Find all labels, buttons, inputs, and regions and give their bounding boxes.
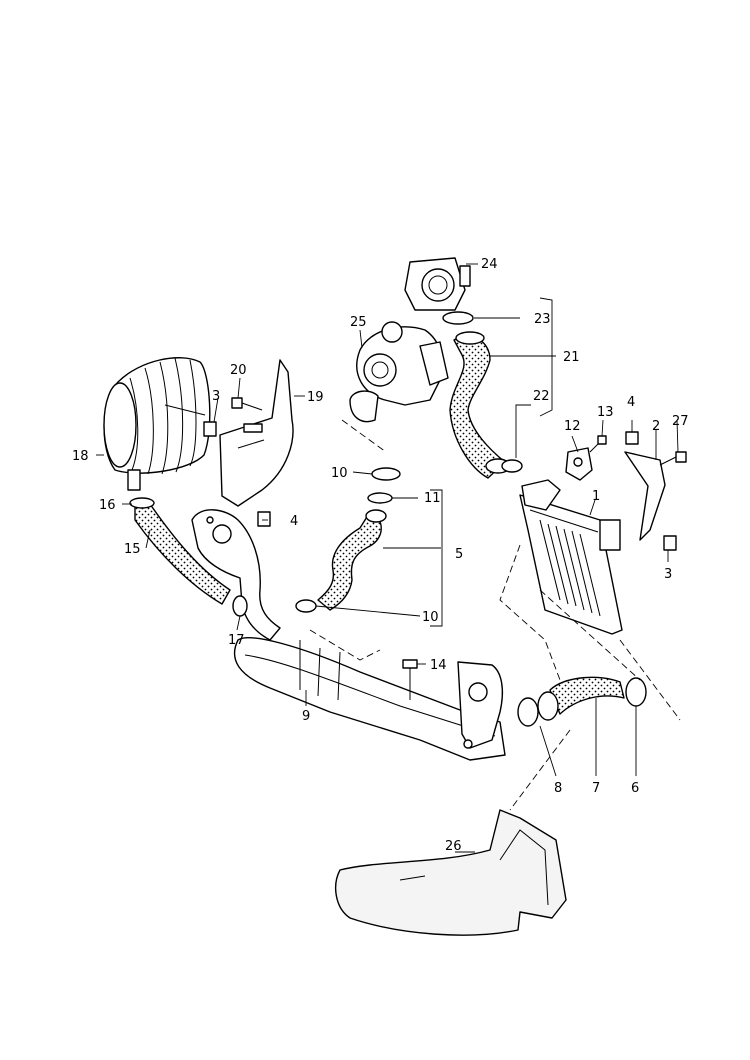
- clamp-6: [625, 677, 647, 707]
- pipe-bracket-right: [457, 661, 504, 749]
- clamp-17: [232, 595, 248, 617]
- label-19: 19: [307, 390, 324, 405]
- bracket-19: [219, 359, 294, 507]
- label-4-left: 4: [290, 514, 298, 529]
- nut-3-right: [663, 535, 677, 551]
- label-3-left: 3: [212, 389, 220, 404]
- bracket-2: [624, 451, 666, 541]
- label-27: 27: [672, 414, 689, 429]
- throttle-body: [404, 257, 471, 311]
- label-26: 26: [445, 839, 462, 854]
- label-11: 11: [424, 491, 441, 506]
- sensor-12: [565, 447, 593, 481]
- bolt-20: [231, 397, 263, 411]
- label-2: 2: [652, 419, 660, 434]
- air-duct: [334, 809, 567, 936]
- part-labels: 1 2 3 3 4 4 5 6 7 8 9 10 10 11 12 13 14 …: [72, 257, 689, 854]
- label-9: 9: [302, 709, 310, 724]
- nut-4-left: [257, 511, 271, 527]
- nut-4-right: [625, 431, 639, 445]
- nut-3-left: [203, 421, 217, 437]
- label-15: 15: [124, 542, 141, 557]
- label-22: 22: [533, 389, 550, 404]
- bolt-13: [589, 435, 607, 453]
- hose-7: [549, 676, 625, 715]
- label-1: 1: [592, 489, 600, 504]
- resonator: [103, 357, 211, 491]
- label-8: 8: [554, 781, 562, 796]
- bolt-27: [659, 451, 687, 466]
- label-5: 5: [455, 547, 463, 562]
- clamp-10-lower: [295, 599, 317, 613]
- clamp-16: [129, 497, 155, 509]
- label-6: 6: [631, 781, 639, 796]
- label-25: 25: [350, 315, 367, 330]
- label-7: 7: [592, 781, 600, 796]
- label-4-right: 4: [627, 395, 635, 410]
- intercooler: [519, 479, 623, 635]
- hose-21: [449, 331, 506, 479]
- clamp-22: [485, 458, 523, 474]
- label-3-right: 3: [664, 567, 672, 582]
- label-12: 12: [564, 419, 581, 434]
- turbocharger: [349, 321, 449, 423]
- o-ring-23: [442, 311, 474, 325]
- label-10-upper: 10: [331, 466, 348, 481]
- o-ring-11: [367, 492, 393, 504]
- hose-15: [134, 503, 231, 605]
- label-13: 13: [597, 405, 614, 420]
- clamp-8: [517, 691, 559, 727]
- assembly-lines: [309, 419, 681, 811]
- clamp-10-upper: [371, 467, 401, 481]
- label-23: 23: [534, 312, 551, 327]
- label-24: 24: [481, 257, 498, 272]
- bolt-14: [402, 659, 418, 700]
- charge-air-pipe: [233, 637, 506, 761]
- pipe-bracket-left: [191, 509, 281, 641]
- label-21: 21: [563, 350, 580, 365]
- label-16: 16: [99, 498, 116, 513]
- hose-5: [317, 509, 387, 611]
- label-10-lower: 10: [422, 610, 439, 625]
- label-14: 14: [430, 658, 447, 673]
- label-18: 18: [72, 449, 89, 464]
- label-20: 20: [230, 363, 247, 378]
- label-17: 17: [228, 633, 245, 648]
- leader-lines: [96, 263, 679, 853]
